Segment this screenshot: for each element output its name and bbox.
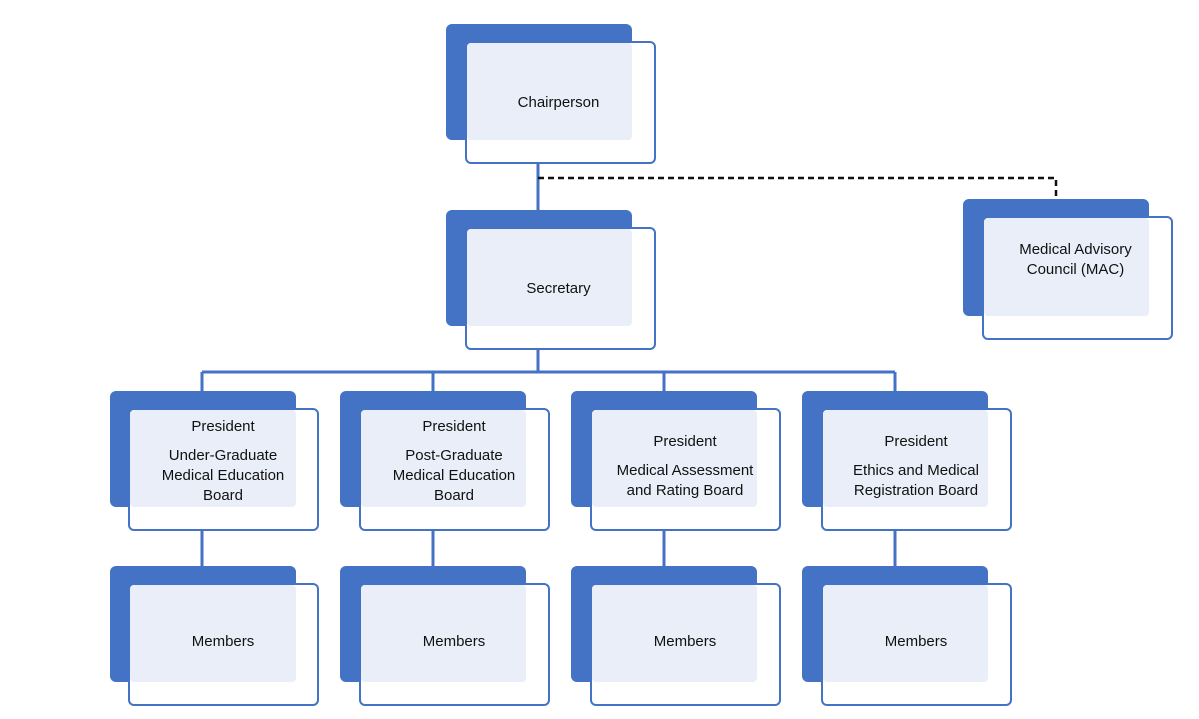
secretary-label: Secretary [526,279,591,297]
chairperson-label: Chairperson [517,93,600,111]
board-name-line: Medical Assessment [616,462,754,479]
members-label: Members [653,633,717,650]
chairperson-box: Chairperson [446,24,656,164]
board-box-undergraduate: President Under-Graduate Medical Educati… [110,391,319,531]
advisory-council-box: Medical Advisory Council (MAC) [963,199,1173,340]
secretary-box: Secretary [446,210,656,350]
board-name-line: Under-Graduate [168,447,278,464]
board-box-assessment: President Medical Assessment and Rating … [571,391,781,531]
board-role: President [653,433,717,450]
members-box-4: Members [802,566,1012,706]
advisory-line-1: Medical Advisory [1019,241,1132,258]
board-name-line: Medical Education [392,467,516,484]
board-box-ethics: President Ethics and Medical Registratio… [802,391,1012,531]
board-name-line: Medical Education [161,467,285,484]
members-box-1: Members [110,566,319,706]
board-name-line: Registration Board [853,482,979,499]
board-name-line: Board [433,487,475,504]
members-label: Members [422,633,486,650]
members-box-3: Members [571,566,781,706]
board-box-postgraduate: President Post-Graduate Medical Educatio… [340,391,550,531]
advisory-line-2: Council (MAC) [1026,261,1125,278]
board-name-line: Post-Graduate [405,447,503,464]
board-name-line: Board [202,487,244,504]
members-label: Members [884,633,948,650]
board-role: President [191,418,255,435]
board-role: President [422,418,486,435]
members-box-2: Members [340,566,550,706]
members-label: Members [191,633,255,650]
board-name-line: and Rating Board [626,482,744,499]
board-role: President [884,433,948,450]
advisory-dashed-connector [538,176,1058,198]
board-name-line: Ethics and Medical [853,462,979,479]
